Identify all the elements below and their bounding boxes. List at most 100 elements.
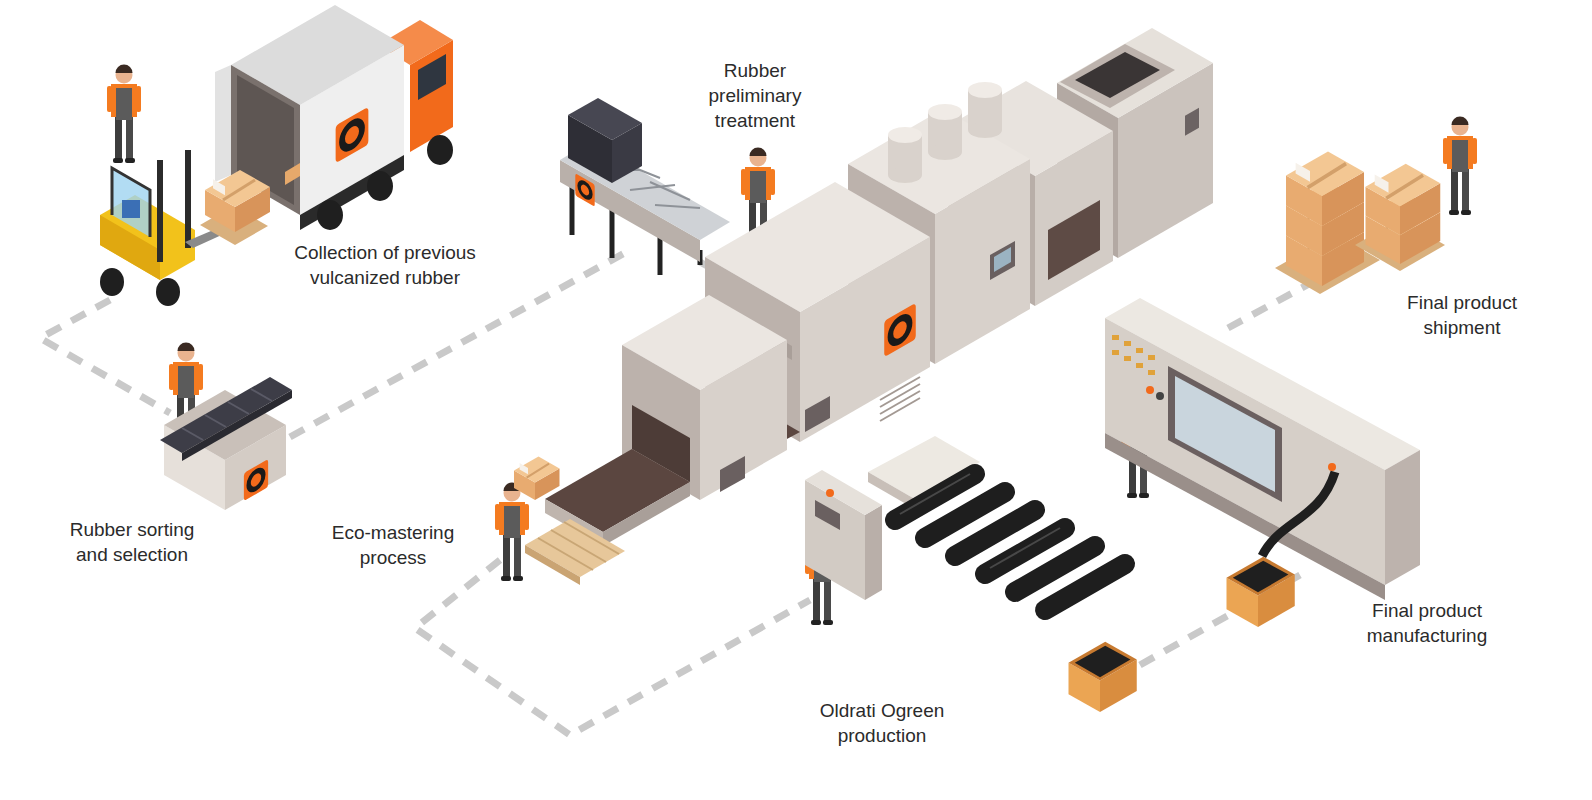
ogreen-machine (918, 575, 922, 603)
ogreen-machine (1018, 633, 1022, 661)
worker (1443, 117, 1477, 216)
wood-pallet (525, 519, 625, 577)
manufacturing-machine (1112, 350, 1119, 355)
eco-mastering-line (880, 377, 920, 421)
pallet-boxes (200, 170, 270, 245)
sorting-conveyor (244, 459, 268, 501)
truck (215, 65, 231, 182)
preliminary-treatment-machine (575, 173, 594, 207)
shipment-stack (1286, 152, 1364, 226)
wood-pallet (551, 530, 606, 562)
forklift (185, 150, 191, 248)
manufacturing-machine (1136, 348, 1143, 353)
ogreen-machine (978, 610, 982, 638)
tanks (928, 144, 962, 160)
output-bin (1069, 642, 1137, 712)
ogreen-machine (880, 552, 1060, 684)
tanks (888, 82, 1002, 183)
sorting-conveyor (182, 389, 272, 440)
manufacturing-machine (1175, 376, 1275, 492)
stage-label: Rubber preliminary treatment (696, 58, 814, 133)
ogreen-machine (990, 528, 1060, 568)
dashed-path (415, 560, 810, 735)
stage-label: Oldrati Ogreen production (806, 698, 958, 748)
manufacturing-machine (1112, 335, 1119, 340)
eco-mastering-line (720, 456, 745, 492)
truck (300, 155, 404, 230)
forklift (156, 278, 180, 306)
manufacturing-machine (1168, 366, 1282, 502)
sorting-conveyor (160, 377, 292, 510)
ogreen-machine (875, 560, 1070, 688)
ogreen-machine (938, 587, 942, 615)
stage-label: Rubber sorting and selection (53, 517, 211, 567)
eco-mastering-line (1075, 52, 1160, 98)
stage-label: Collection of previous vulcanized rubber (269, 240, 501, 290)
truck (427, 135, 453, 165)
manufacturing-machine (1385, 450, 1420, 585)
sorting-conveyor (182, 428, 203, 440)
eco-mastering-line (603, 482, 690, 546)
tanks (928, 104, 962, 120)
sorting-conveyor (228, 402, 249, 414)
sorting-conveyor (251, 389, 272, 401)
truck (418, 54, 446, 100)
wood-pallet (538, 538, 593, 570)
truck (367, 171, 393, 201)
manufacturing-machine (1146, 386, 1154, 394)
output-bin (1227, 557, 1295, 627)
stage-label: Final product shipment (1387, 290, 1537, 340)
sorting-conveyor (160, 377, 292, 453)
preliminary-treatment-machine (650, 182, 690, 200)
ogreen-machine (1058, 656, 1062, 684)
ogreen-machine (1045, 564, 1125, 610)
truck (336, 107, 369, 164)
ogreen-machine (900, 474, 970, 514)
eco-mastering-line (994, 247, 1011, 272)
carried-box (514, 457, 560, 500)
tanks (968, 122, 1002, 138)
wood-pallet (564, 522, 619, 554)
preliminary-treatment-machine (612, 123, 642, 183)
manufacturing-machine (1148, 370, 1155, 375)
ogreen-machine (805, 436, 1125, 688)
sorting-conveyor (244, 459, 268, 501)
ogreen-machine (895, 474, 1125, 610)
eco-mastering-line (545, 28, 1213, 546)
manufacturing-machine (1112, 335, 1155, 375)
eco-mastering-line (805, 396, 830, 432)
preliminary-treatment-machine (560, 98, 730, 275)
forklift (112, 168, 150, 237)
truck (285, 163, 300, 185)
truck (317, 200, 343, 230)
manufacturing-machine (1124, 356, 1131, 361)
manufacturing-machine (1105, 318, 1385, 585)
stage-label: Eco-mastering process (318, 520, 468, 570)
eco-mastering-line (1060, 44, 1175, 108)
ogreen-machine (875, 560, 1070, 673)
eco-mastering-line (880, 398, 920, 421)
dashed-path (40, 300, 170, 413)
forklift (122, 200, 140, 218)
manufacturing-machine (1156, 392, 1164, 400)
forklift (157, 160, 163, 262)
preliminary-treatment-machine (655, 205, 700, 208)
forklift (100, 268, 124, 296)
manufacturing-machine (1136, 363, 1143, 368)
shipment-stack (1275, 152, 1445, 294)
manufacturing-machine (1124, 341, 1131, 346)
tanks (968, 82, 1002, 98)
stage-label: Final product manufacturing (1351, 598, 1503, 648)
eco-mastering-line (1185, 108, 1199, 136)
tanks (888, 167, 922, 183)
wood-pallet (525, 545, 580, 585)
preliminary-treatment-machine (575, 173, 594, 207)
ogreen-machine (826, 489, 834, 497)
ogreen-machine (815, 500, 840, 530)
eco-mastering-line (884, 303, 916, 358)
manufacturing-machine (1262, 472, 1335, 556)
worker (495, 483, 529, 582)
manufacturing-machine (1328, 463, 1336, 471)
ogreen-machine (865, 505, 882, 600)
